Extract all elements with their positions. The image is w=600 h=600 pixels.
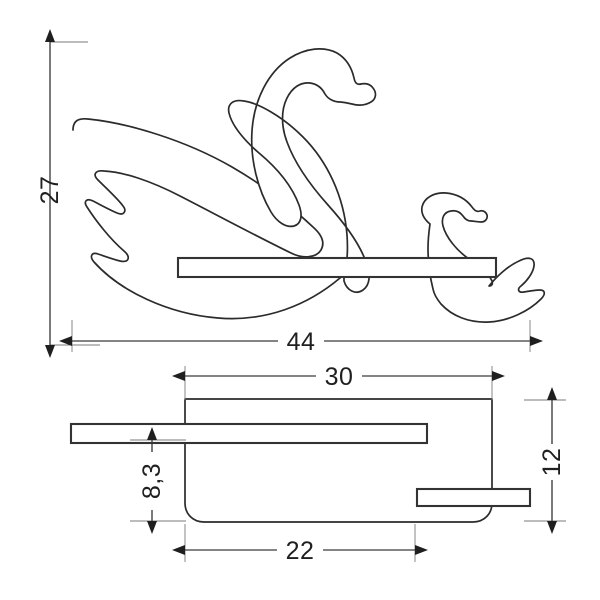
dim-label-12: 12 [538,448,566,477]
dim-label-8-3: 8,3 [138,463,166,499]
dim-label-30-mask [316,362,362,390]
dimension-width-44: 44 [59,320,543,356]
dimension-width-22: 22 [172,524,428,565]
cygnet-outline [420,192,546,323]
dimension-width-30: 30 [172,362,505,400]
front-view-group [72,48,546,323]
dimension-height-12: 12 [524,387,566,534]
dim-label-12-mask [538,444,566,480]
dim-label-22: 22 [286,537,315,565]
side-view-upper-shelf-bar [69,422,429,445]
dimension-height-27: 27 [36,29,100,358]
dim-label-22-mask [277,536,323,564]
swan-silhouette [72,48,377,320]
dim-label-30: 30 [325,363,354,391]
swan-neck-head-outline [227,48,377,293]
dim-label-27: 27 [36,176,64,205]
front-view-shelf-bar [176,256,498,279]
side-view-lower-shelf-bar [415,487,532,508]
side-view-group [69,398,532,523]
dim-label-83-mask [138,452,166,510]
dim-label-44: 44 [287,328,316,356]
dim-label-44-mask [278,327,324,355]
dimension-height-8-3: 8,3 [130,427,186,534]
